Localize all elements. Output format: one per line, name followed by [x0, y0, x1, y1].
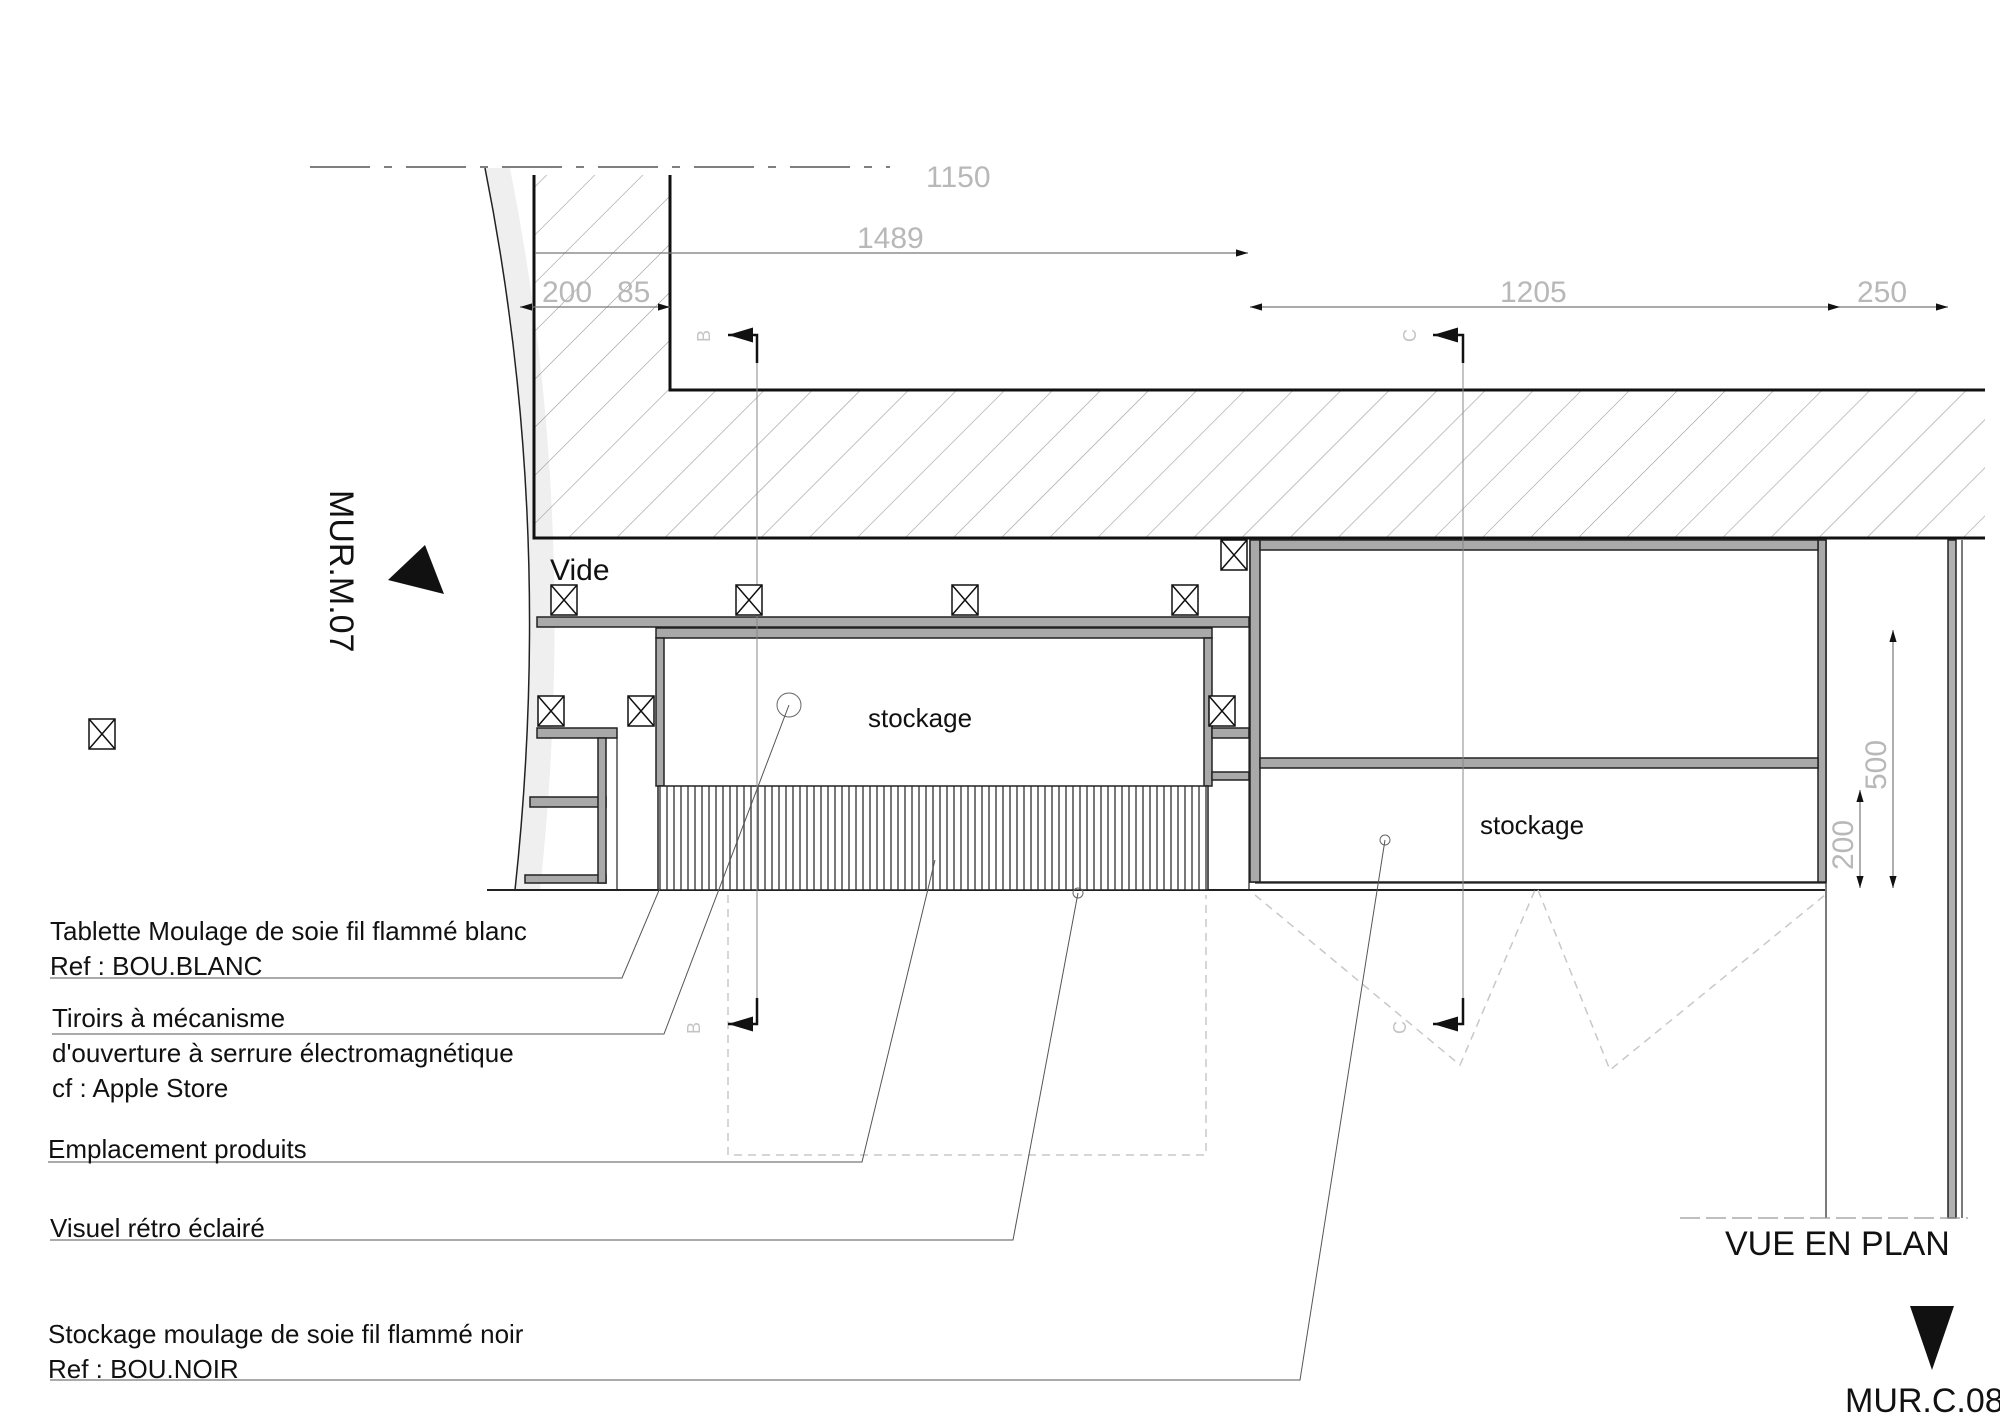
shelf: [524, 874, 607, 884]
panel: [1259, 539, 1819, 551]
cross-box-icon: [550, 584, 578, 616]
leader-marker: [1072, 887, 1084, 899]
cross-box-icon: [1208, 695, 1236, 727]
section-c-top-arrow: [1433, 327, 1465, 363]
right-wall-panel: [1947, 539, 1957, 1219]
dim-label-200-side: 200: [1827, 820, 1860, 870]
panel-top: [655, 627, 1213, 639]
section-c-bottom-arrow: [1433, 998, 1465, 1032]
cross-box-icon: [537, 695, 565, 727]
ghost-door: [1537, 889, 1826, 1072]
leader-1: [50, 887, 661, 979]
wall-outline: [532, 175, 1985, 540]
ghost-door: [1254, 889, 1536, 1067]
annotation-stockage: Stockage moulage de soie fil flammé noir: [48, 1319, 524, 1349]
annotation-tiroirs-line3: cf : Apple Store: [52, 1073, 228, 1103]
annotation-tiroirs-line2: d'ouverture à serrure électromagnétique: [52, 1038, 514, 1068]
section-mark-c-top: C: [1400, 329, 1420, 342]
cross-box-icon: [1171, 584, 1199, 616]
leader-marker: [776, 692, 802, 718]
cross-box-icon: [951, 584, 979, 616]
room-label-vide: Vide: [550, 554, 610, 587]
cross-box-icon: [88, 718, 116, 750]
right-ledge: [1211, 727, 1250, 739]
dim-label-250: 250: [1857, 276, 1907, 309]
backlit-visual: [657, 785, 1209, 891]
leader-4: [50, 892, 1079, 1241]
panel: [1817, 539, 1827, 883]
storage-frame-right: [1249, 539, 1827, 883]
room-label-stockage-right: stockage: [1480, 810, 1584, 840]
dim-label-85: 85: [617, 276, 650, 309]
section-b-bottom-arrow: [728, 998, 759, 1032]
shelf-post: [597, 737, 607, 884]
cross-box-icon: [735, 584, 763, 616]
dim-label-1489: 1489: [857, 222, 924, 255]
annotation-tiroirs: Tiroirs à mécanisme: [52, 1003, 285, 1033]
dim-label-1150: 1150: [926, 161, 991, 194]
shelf: [529, 796, 607, 808]
view-ref-left: MUR.M.07: [322, 490, 360, 652]
storage-frame-left: [656, 628, 1212, 786]
leader-2: [52, 704, 790, 1035]
shelf: [536, 616, 1250, 628]
cross-box-icon: [627, 695, 655, 727]
curved-wall-edge: [484, 167, 531, 891]
dim-label-1205: 1205: [1500, 276, 1567, 309]
cross-box-symbols: [88, 539, 1248, 750]
section-mark-c-bottom: C: [1390, 1021, 1410, 1034]
view-ref-bottom: MUR.C.08: [1845, 1382, 2000, 1414]
dim-label-500: 500: [1860, 740, 1893, 790]
shelf: [536, 727, 618, 739]
annotation-visuel: Visuel rétro éclairé: [50, 1213, 265, 1243]
section-b-top-arrow: [728, 327, 759, 363]
panel: [1259, 757, 1819, 769]
right-ledge: [1211, 771, 1250, 781]
leader-3: [48, 859, 936, 1163]
annotation-tablette-ref: Ref : BOU.BLANC: [50, 951, 262, 981]
ghost-box: [727, 895, 1207, 1156]
panel-left: [655, 637, 665, 787]
view-ref-bottom-arrow-icon: [1910, 1306, 1954, 1370]
annotation-emplacement: Emplacement produits: [48, 1134, 307, 1164]
panel: [1249, 539, 1261, 883]
view-title: VUE EN PLAN: [1725, 1225, 1950, 1263]
annotation-tablette: Tablette Moulage de soie fil flammé blan…: [50, 916, 527, 946]
room-label-stockage-left: stockage: [868, 703, 972, 733]
section-mark-b-top: B: [694, 330, 714, 342]
section-mark-b-bottom: B: [684, 1022, 704, 1034]
hatched-wall: [534, 175, 1985, 538]
annotation-stockage-ref: Ref : BOU.NOIR: [48, 1354, 239, 1384]
leader-marker: [1379, 834, 1391, 846]
leader-5: [50, 839, 1386, 1381]
dim-label-200-top: 200: [542, 276, 592, 309]
cross-box-icon: [1220, 539, 1248, 571]
view-ref-left-arrow-icon: [388, 545, 444, 594]
